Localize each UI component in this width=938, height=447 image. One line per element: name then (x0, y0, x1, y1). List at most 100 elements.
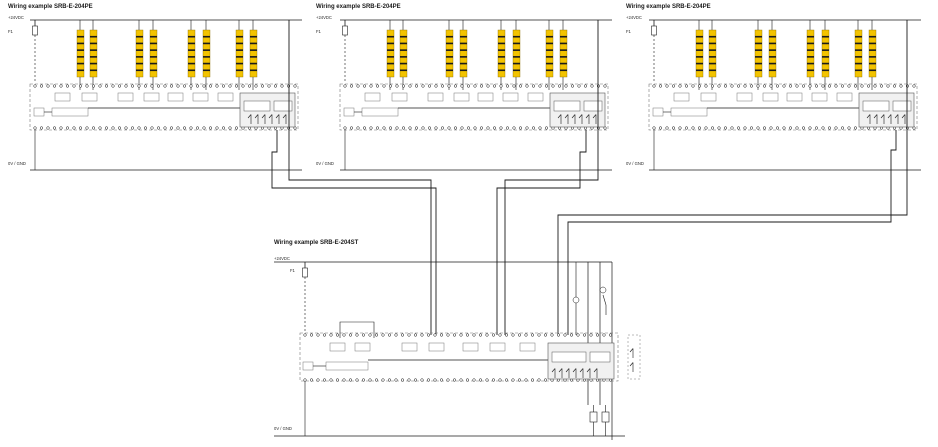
terminal (72, 84, 76, 88)
sensor-stripe (236, 42, 243, 45)
sensor-housing (559, 29, 568, 78)
terminal (169, 126, 174, 130)
terminal (537, 378, 541, 382)
terminal (710, 84, 715, 88)
terminal (769, 126, 773, 130)
terminal-strip (303, 333, 613, 337)
safety-sensor-icon (89, 29, 98, 78)
relay-contact (579, 368, 584, 373)
relay-contact (894, 114, 899, 119)
diagram-title: Wiring example SRB-E-204PE (8, 4, 93, 10)
fuse-label: F1 (626, 29, 632, 34)
terminal (582, 333, 587, 337)
terminal (512, 126, 516, 130)
terminal (730, 84, 734, 88)
relay-contact (247, 114, 252, 119)
terminal (827, 84, 832, 88)
terminal (427, 84, 432, 88)
terminal (208, 126, 213, 130)
sensor-housing (135, 29, 144, 78)
terminal (589, 333, 593, 337)
terminal (434, 126, 438, 130)
terminal (537, 333, 541, 337)
sensor-stripe (136, 56, 143, 58)
sensor-stripe (250, 62, 257, 65)
module-function-box (51, 107, 89, 117)
sensor-stripe (560, 56, 567, 58)
sensor-stripe (696, 49, 703, 51)
safety-sensor-icon (768, 29, 777, 78)
sensor-stripe (77, 69, 84, 72)
terminal (368, 378, 372, 382)
relay-contact-group (551, 368, 598, 378)
terminal (395, 126, 399, 130)
sensor-stripe (150, 56, 157, 58)
terminal (460, 126, 464, 130)
safety-sensor-icon (399, 29, 408, 78)
terminal (182, 126, 187, 130)
safety-sensor-icon (135, 29, 144, 78)
relay-contact (261, 114, 266, 119)
terminal (730, 126, 734, 130)
terminal (453, 84, 458, 88)
terminal (840, 84, 845, 88)
terminal (247, 84, 252, 88)
terminal (697, 126, 702, 130)
relay-contact (557, 114, 562, 119)
relay-contact (551, 368, 556, 373)
terminal (374, 378, 379, 382)
terminal (899, 84, 903, 88)
terminal (525, 126, 529, 130)
sensor-housing (187, 29, 196, 78)
terminal (400, 378, 405, 382)
terminal (459, 333, 463, 337)
terminal (608, 333, 613, 337)
module-function-box (652, 107, 664, 117)
sensor-stripe (546, 42, 553, 45)
sensor-stripe (77, 35, 84, 38)
terminal (169, 84, 174, 88)
terminal (440, 84, 445, 88)
sensor-stripe (869, 49, 876, 51)
sensor-stripe (769, 56, 776, 58)
terminal (401, 84, 406, 88)
relay-contact (268, 114, 273, 119)
terminal (504, 333, 509, 337)
terminal-strip (303, 378, 613, 382)
module-function-box (117, 92, 134, 102)
sensor-stripe (446, 35, 453, 38)
sensor-stripe (498, 49, 505, 51)
sensor-stripe (387, 69, 394, 72)
upper-schematic-2 (339, 19, 612, 171)
terminal (517, 378, 522, 382)
terminal (801, 126, 806, 130)
sensor-stripe (136, 49, 143, 51)
sensor-stripe (822, 69, 829, 72)
sensor-stripe (188, 49, 195, 51)
terminal (590, 84, 594, 88)
safety-sensor-icon (187, 29, 196, 78)
terminal (335, 333, 340, 337)
terminal (33, 84, 37, 88)
safety-sensor-icon (754, 29, 763, 78)
terminal (782, 84, 786, 88)
terminal (788, 84, 793, 88)
terminal (407, 333, 411, 337)
module-function-box (302, 361, 314, 371)
terminal (736, 126, 741, 130)
terminal (678, 126, 682, 130)
sensor-housing (806, 29, 815, 78)
sensor-housing (202, 29, 211, 78)
contactor-coil-icon (601, 411, 610, 423)
sensor-housing (708, 29, 717, 78)
sensor-housing (512, 29, 521, 78)
terminal (309, 378, 314, 382)
terminal (530, 333, 535, 337)
sensor-stripe (709, 42, 716, 45)
terminal (453, 126, 458, 130)
terminal (671, 84, 676, 88)
terminal (788, 126, 793, 130)
terminal (556, 333, 561, 337)
terminal (486, 126, 490, 130)
sensor-stripe (696, 42, 703, 45)
